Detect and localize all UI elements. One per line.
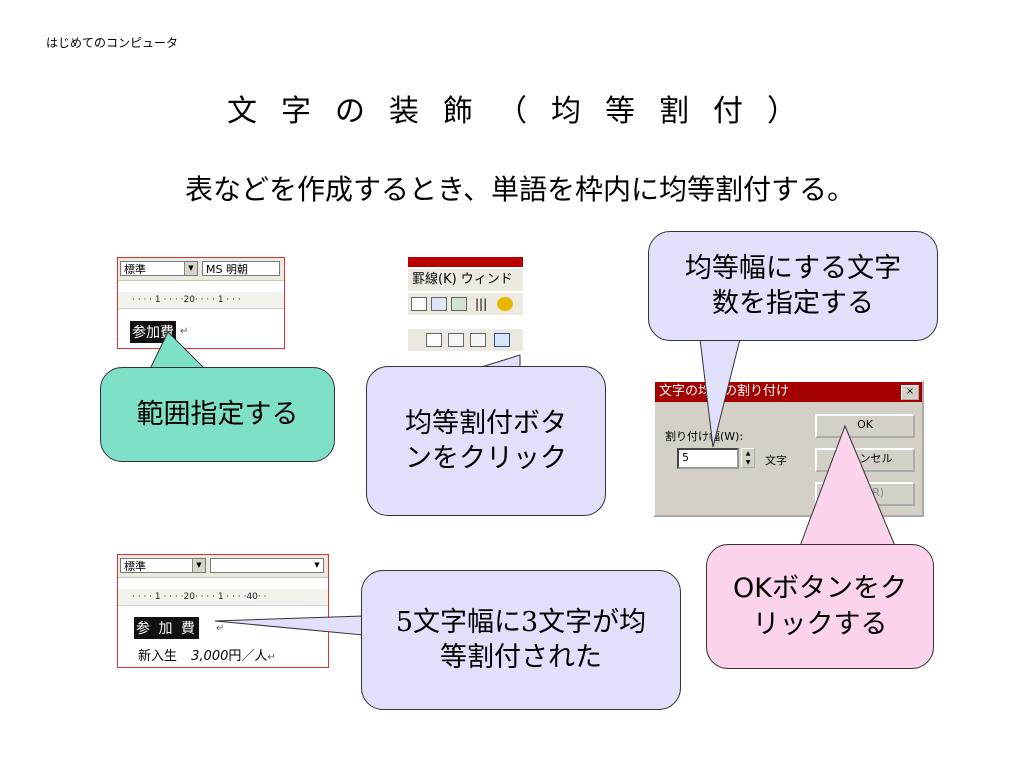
title-char: 装 [389, 94, 419, 129]
title-char: 飾 [443, 94, 473, 129]
title-char: 付 [713, 94, 743, 129]
style-combo[interactable]: 標準 ▼ [120, 558, 206, 573]
line2-mark: ↵ [267, 652, 276, 663]
cancel-button[interactable]: キャンセル [815, 448, 915, 472]
columns-icon[interactable]: ||| [475, 297, 488, 311]
distributed-text[interactable]: 参 加 費 [134, 617, 199, 639]
slide-title: 文字の装飾 （ 均等割付 ） [0, 86, 1024, 130]
course-label: はじめてのコンピュータ [46, 36, 179, 50]
formatting-toolbar: 標準 ▼ MS 明朝 [118, 258, 284, 281]
callout-distribute-button: 均等割付ボタンをクリック [366, 366, 606, 516]
title-char: 字 [281, 94, 311, 129]
style-combo[interactable]: 標準 ▼ [120, 261, 198, 276]
dialog-title-bar: 文字の均等の割り付け × [655, 382, 922, 402]
chevron-down-icon[interactable]: ▼ [184, 262, 197, 275]
callout-ok-click: OKボタンをクリックする [706, 544, 934, 669]
ok-button[interactable]: OK [815, 414, 915, 438]
formatting-toolbar: 標準 ▼ ▼ [118, 555, 328, 578]
close-icon[interactable]: × [901, 385, 919, 400]
chevron-down-icon[interactable]: ▼ [314, 561, 320, 569]
paragraph-mark: ↵ [180, 326, 189, 337]
callout-result: 5文字幅に3文字が均等割付された [361, 570, 681, 710]
style-combo-value: 標準 [124, 560, 146, 573]
alignment-toolbar [408, 329, 523, 351]
screenshot-result: 標準 ▼ ▼ · · · · 1 · · · ·20· · · · 1 · · … [117, 554, 329, 668]
document-line-2: 新入生 3,000円／人↵ [138, 645, 276, 664]
standard-toolbar: ||| [408, 293, 523, 315]
distribute-dialog: 文字の均等の割り付け × 割り付け幅(W): 5 ▲▼ 文字 OK キャンセル … [653, 380, 924, 517]
table-icon[interactable] [411, 297, 427, 311]
ruler: · · · · 1 · · · ·20· · · · 1 · · · ·40· … [118, 589, 328, 606]
chevron-down-icon[interactable]: ▼ [192, 559, 205, 572]
align-right-icon[interactable] [470, 333, 486, 347]
align-center-icon[interactable] [448, 333, 464, 347]
slide-subtitle: 表などを作成するとき、単語を枠内に均等割付する。 [184, 173, 856, 206]
line2-unit: 円／人 [228, 649, 268, 664]
callout-specify-width: 均等幅にする文字数を指定する [648, 231, 938, 341]
font-combo-value: MS 明朝 [206, 263, 248, 276]
callout-range-select: 範囲指定する [100, 367, 335, 462]
title-char: の [335, 94, 365, 129]
title-char: （ [497, 94, 527, 129]
width-input[interactable]: 5 [677, 448, 739, 469]
distribute-button-icon[interactable] [494, 333, 510, 347]
title-char: 割 [659, 94, 689, 129]
screenshot-range-selection: 標準 ▼ MS 明朝 · · · · 1 · · · ·20· · · · 1 … [117, 257, 285, 349]
font-combo[interactable]: ▼ [210, 558, 324, 573]
font-combo[interactable]: MS 明朝 [202, 261, 280, 276]
line2-label: 新入生 [138, 649, 178, 664]
title-char: 文 [227, 94, 257, 129]
style-combo-value: 標準 [124, 263, 146, 276]
paragraph-mark: ↵ [216, 623, 225, 634]
chart-icon[interactable] [451, 297, 467, 311]
unit-label: 文字 [765, 454, 787, 467]
remove-button[interactable]: 解除(R) [815, 482, 915, 506]
title-char: 等 [605, 94, 635, 129]
dialog-title: 文字の均等の割り付け [659, 384, 790, 399]
width-stepper[interactable]: ▲▼ [741, 448, 755, 468]
menu-bar[interactable]: 罫線(K) ウィンドウ [408, 269, 523, 309]
menu-strip [408, 257, 523, 267]
width-field-label: 割り付け幅(W): [665, 430, 744, 443]
title-char: 均 [551, 94, 581, 129]
title-char: ） [767, 94, 797, 129]
drawing-icon[interactable] [497, 297, 513, 311]
ruler: · · · · 1 · · · ·20· · · · 1 · · · [118, 292, 284, 309]
line2-value: 3,000 [191, 649, 229, 664]
screenshot-toolbar: 罫線(K) ウィンドウ ||| [408, 257, 523, 367]
align-justify-icon[interactable] [426, 333, 442, 347]
selected-text[interactable]: 参加費 [130, 321, 176, 343]
grid-icon[interactable] [431, 297, 447, 311]
